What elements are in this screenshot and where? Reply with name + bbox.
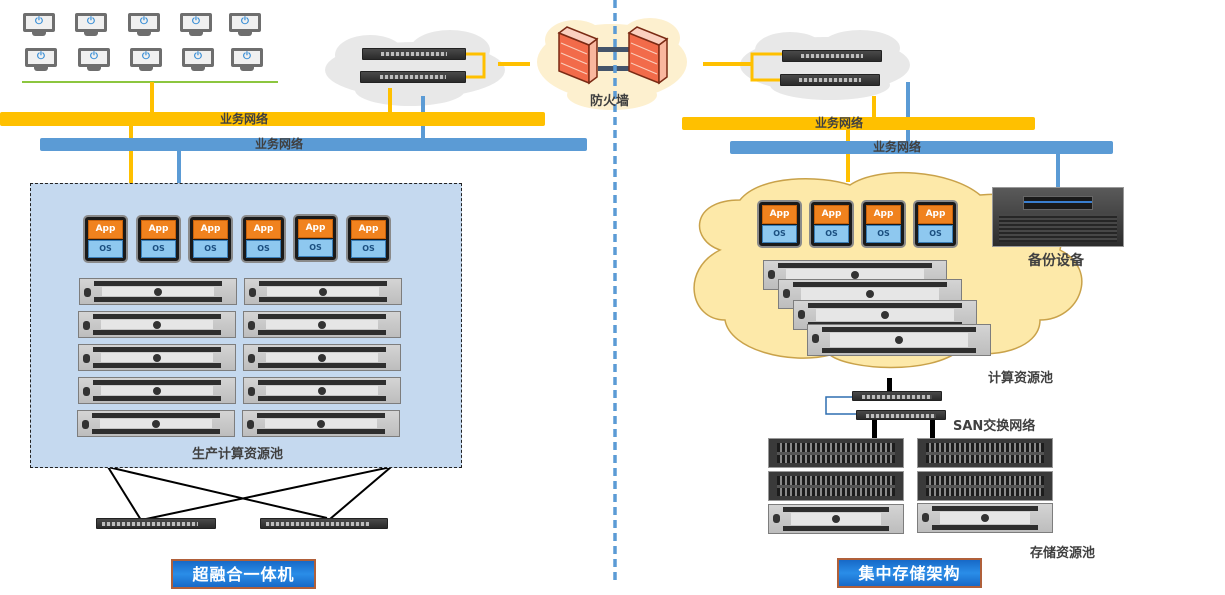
power-icon: ⏻ — [241, 16, 249, 27]
power-icon: ⏻ — [90, 51, 98, 62]
business-network-blue-right[interactable]: 业务网络 — [730, 141, 1113, 154]
storage-array[interactable] — [768, 438, 904, 468]
storage-array[interactable] — [768, 471, 904, 501]
client-terminal[interactable]: ⏻ — [128, 13, 160, 39]
network-label: 业务网络 — [255, 137, 304, 151]
core-switch[interactable] — [782, 50, 882, 62]
core-switch[interactable] — [780, 74, 880, 86]
core-switch[interactable] — [360, 71, 466, 83]
os-layer: OS — [918, 225, 953, 243]
app-layer: App — [351, 220, 386, 239]
rack-server[interactable] — [78, 344, 236, 371]
storage-controller[interactable] — [768, 504, 904, 534]
power-icon: ⏻ — [142, 51, 150, 62]
client-terminal[interactable]: ⏻ — [23, 13, 55, 39]
client-terminal[interactable]: ⏻ — [180, 13, 212, 39]
rack-server[interactable] — [242, 410, 400, 437]
core-switch[interactable] — [362, 48, 466, 60]
app-layer: App — [814, 205, 849, 224]
app-layer: App — [866, 205, 901, 224]
network-label: 业务网络 — [815, 116, 864, 130]
os-layer: OS — [298, 239, 333, 257]
client-terminal[interactable]: ⏻ — [75, 13, 107, 39]
business-network-yellow-right[interactable]: 业务网络 — [682, 117, 1035, 130]
san-switch[interactable] — [852, 391, 942, 401]
client-terminal[interactable]: ⏻ — [130, 48, 162, 74]
access-switch[interactable] — [260, 518, 388, 529]
right-switch-cloud — [740, 30, 910, 100]
rack-server[interactable] — [807, 324, 991, 356]
storage-controller[interactable] — [917, 503, 1053, 533]
rack-server[interactable] — [243, 311, 401, 338]
backup-label: 备份设备 — [1028, 253, 1084, 269]
app-layer: App — [88, 220, 123, 239]
storage-pool-label: 存储资源池 — [1030, 546, 1096, 561]
app-layer: App — [141, 220, 176, 239]
network-label: 业务网络 — [873, 140, 922, 154]
power-icon: ⏻ — [37, 51, 45, 62]
app-layer: App — [193, 220, 228, 239]
storage-array[interactable] — [917, 471, 1053, 501]
business-network-blue-left[interactable]: 业务网络 — [40, 138, 587, 151]
power-icon: ⏻ — [192, 16, 200, 27]
firewall-icon[interactable] — [555, 25, 670, 93]
app-layer: App — [918, 205, 953, 224]
network-label: 业务网络 — [220, 112, 269, 126]
os-layer: OS — [193, 240, 228, 258]
backup-device[interactable] — [992, 187, 1124, 247]
cross-links — [107, 466, 392, 521]
rack-server[interactable] — [243, 377, 401, 404]
hyperconverged-title: 超融合一体机 — [171, 559, 316, 589]
os-layer: OS — [141, 240, 176, 258]
client-terminal[interactable]: ⏻ — [78, 48, 110, 74]
os-layer: OS — [762, 225, 797, 243]
rack-server[interactable] — [244, 278, 402, 305]
firewall-label: 防火墙 — [590, 94, 630, 109]
compute-pool-label: 计算资源池 — [988, 371, 1054, 386]
storage-array[interactable] — [917, 438, 1053, 468]
os-layer: OS — [351, 240, 386, 258]
app-layer: App — [762, 205, 797, 224]
centralized-storage-title: 集中存储架构 — [837, 558, 982, 588]
client-terminal[interactable]: ⏻ — [182, 48, 214, 74]
rack-server[interactable] — [243, 344, 401, 371]
access-switch[interactable] — [96, 518, 216, 529]
os-layer: OS — [866, 225, 901, 243]
san-label: SAN交换网络 — [953, 419, 1036, 434]
client-terminal[interactable]: ⏻ — [229, 13, 261, 39]
power-icon: ⏻ — [194, 51, 202, 62]
client-terminal[interactable]: ⏻ — [25, 48, 57, 74]
rack-server[interactable] — [79, 278, 237, 305]
left-switch-cloud — [325, 30, 505, 106]
rack-server[interactable] — [78, 377, 236, 404]
rack-server[interactable] — [77, 410, 235, 437]
app-layer: App — [298, 219, 333, 238]
os-layer: OS — [246, 240, 281, 258]
os-layer: OS — [814, 225, 849, 243]
power-icon: ⏻ — [140, 16, 148, 27]
business-network-yellow-left[interactable]: 业务网络 — [0, 112, 545, 126]
os-layer: OS — [88, 240, 123, 258]
production-pool-label: 生产计算资源池 — [192, 447, 284, 462]
power-icon: ⏻ — [35, 16, 43, 27]
power-icon: ⏻ — [243, 51, 251, 62]
client-terminal[interactable]: ⏻ — [231, 48, 263, 74]
power-icon: ⏻ — [87, 16, 95, 27]
rack-server[interactable] — [78, 311, 236, 338]
san-switch[interactable] — [856, 410, 946, 420]
app-layer: App — [246, 220, 281, 239]
